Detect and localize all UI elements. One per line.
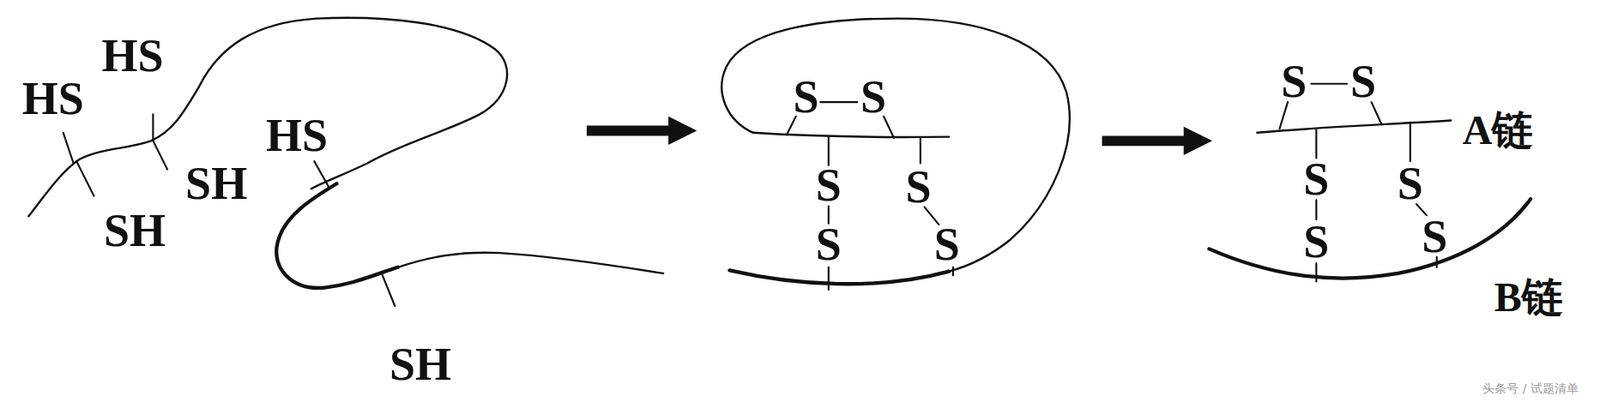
sulfur-atom: S xyxy=(1280,58,1307,105)
sulfur-atom: S xyxy=(1303,218,1329,266)
chain-name: B链 xyxy=(1494,277,1564,319)
side-group-label: HS xyxy=(102,32,164,79)
sulfur-atom: S xyxy=(815,221,842,268)
sulfur-atom: S xyxy=(1350,58,1377,105)
sulfur-atom: S xyxy=(934,221,960,268)
sulfur-atom: S xyxy=(905,163,931,211)
chain-name: A链 xyxy=(1462,109,1534,151)
side-bond xyxy=(63,114,396,307)
side-group-label: SH xyxy=(185,160,248,207)
side-group-label: HS xyxy=(265,112,328,159)
peptide-chain xyxy=(28,18,508,218)
sulfur-atom: S xyxy=(815,162,842,209)
process-arrow xyxy=(586,116,697,145)
disulfide-bond xyxy=(786,102,954,290)
sulfur-atom: S xyxy=(1397,160,1424,207)
watermark: 头条号 / 试题清单 xyxy=(1482,382,1579,395)
sulfur-atom: S xyxy=(860,73,887,121)
a-chain xyxy=(753,132,949,138)
process-arrow xyxy=(1102,126,1213,156)
peptide-loop xyxy=(721,18,1069,272)
sulfur-atom: S xyxy=(1421,213,1448,260)
b-chain xyxy=(1208,199,1531,278)
peptide-chain xyxy=(398,253,664,274)
sulfur-atom: S xyxy=(1303,156,1329,203)
side-group-label: SH xyxy=(103,207,166,254)
side-group-label: SH xyxy=(389,341,452,388)
side-group-label: HS xyxy=(22,75,85,122)
b-chain-segment xyxy=(276,183,399,289)
b-chain xyxy=(729,270,949,284)
disulfide-bond xyxy=(1280,84,1437,283)
a-chain xyxy=(1256,120,1451,133)
sulfur-atom: S xyxy=(793,73,820,121)
